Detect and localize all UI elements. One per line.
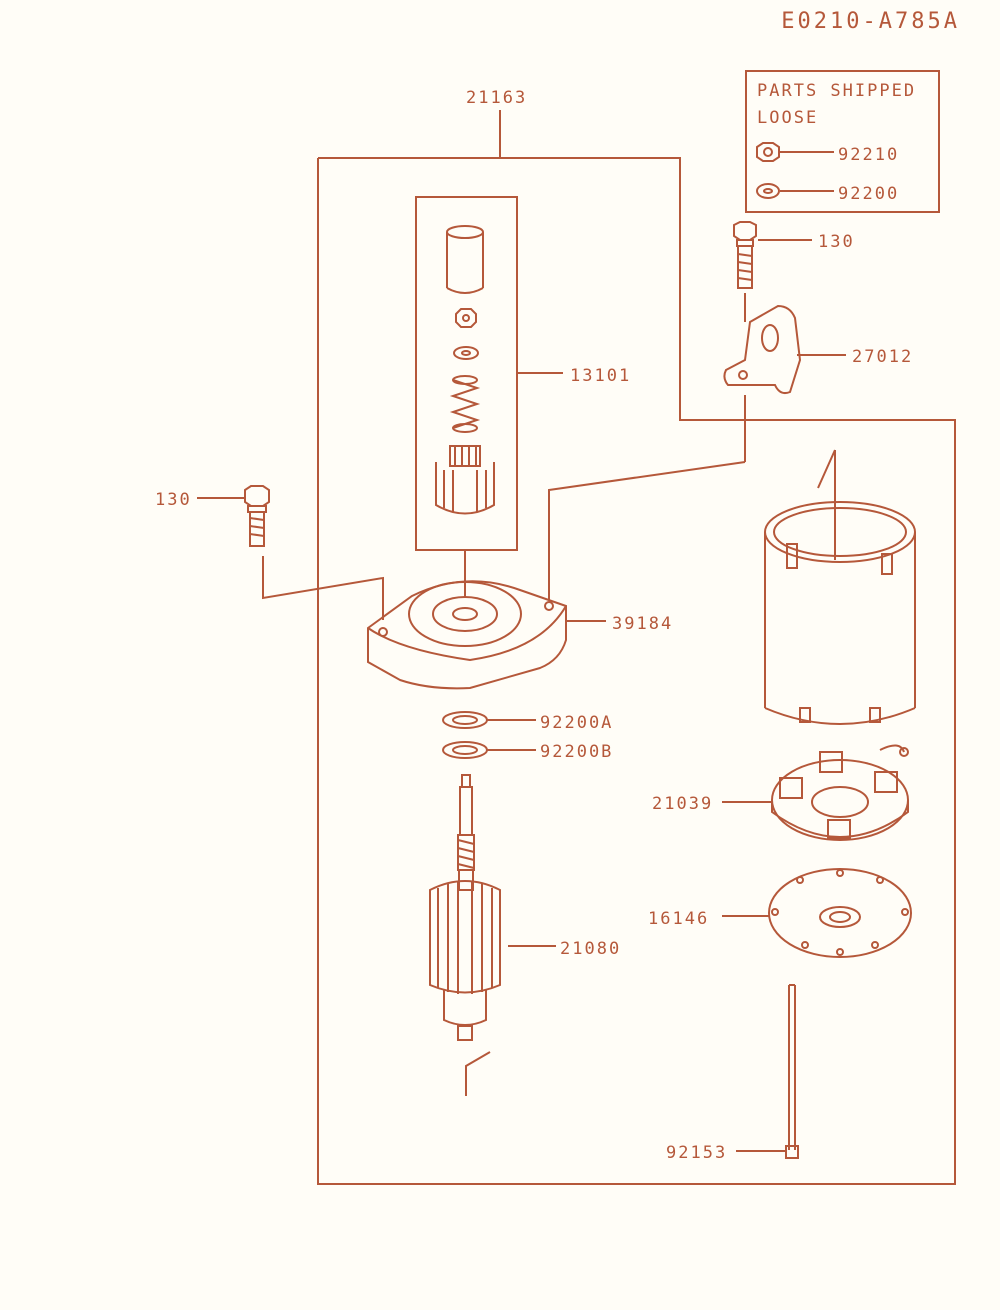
callout-bolt-right: 130: [818, 232, 855, 252]
assembly-frame: [317, 157, 956, 1185]
parts-shipped-loose-box: [745, 70, 940, 213]
callout-end-cover: 39184: [612, 614, 673, 634]
callout-washer-b: 92200B: [540, 742, 613, 762]
callout-brush-holder: 21039: [652, 794, 713, 814]
callout-plate: 16146: [648, 909, 709, 929]
bolt-right-icon: [733, 221, 757, 289]
callout-bolt-left: 130: [155, 490, 192, 510]
washer-a-icon: [442, 711, 488, 729]
callout-pinion-kit: 13101: [570, 366, 631, 386]
yoke-housing-icon: [764, 501, 916, 725]
brush-holder-icon: [771, 744, 909, 841]
hex-nut-icon: [756, 142, 780, 162]
loose-box-title-line1: PARTS SHIPPED: [757, 81, 916, 101]
armature-icon: [429, 774, 501, 1041]
loose-part-92200: 92200: [838, 184, 899, 204]
loose-box-title-line2: LOOSE: [757, 108, 818, 128]
drawing-code: E0210-A785A: [781, 9, 960, 34]
callout-assembly: 21163: [466, 88, 527, 108]
bracket-icon: [723, 304, 802, 395]
callout-armature: 21080: [560, 939, 621, 959]
plate-icon: [768, 868, 912, 958]
pinion-kit-parts: [435, 225, 495, 515]
washer-icon: [756, 183, 780, 199]
loose-part-92210: 92210: [838, 145, 899, 165]
callout-bracket: 27012: [852, 347, 913, 367]
callout-through-bolt: 92153: [666, 1143, 727, 1163]
end-cover-icon: [367, 580, 567, 690]
through-bolt-icon: [785, 984, 799, 1159]
washer-b-icon: [442, 741, 488, 759]
pinion-kit-box: [415, 196, 518, 551]
bolt-left-icon: [244, 485, 270, 547]
callout-washer-a: 92200A: [540, 713, 613, 733]
